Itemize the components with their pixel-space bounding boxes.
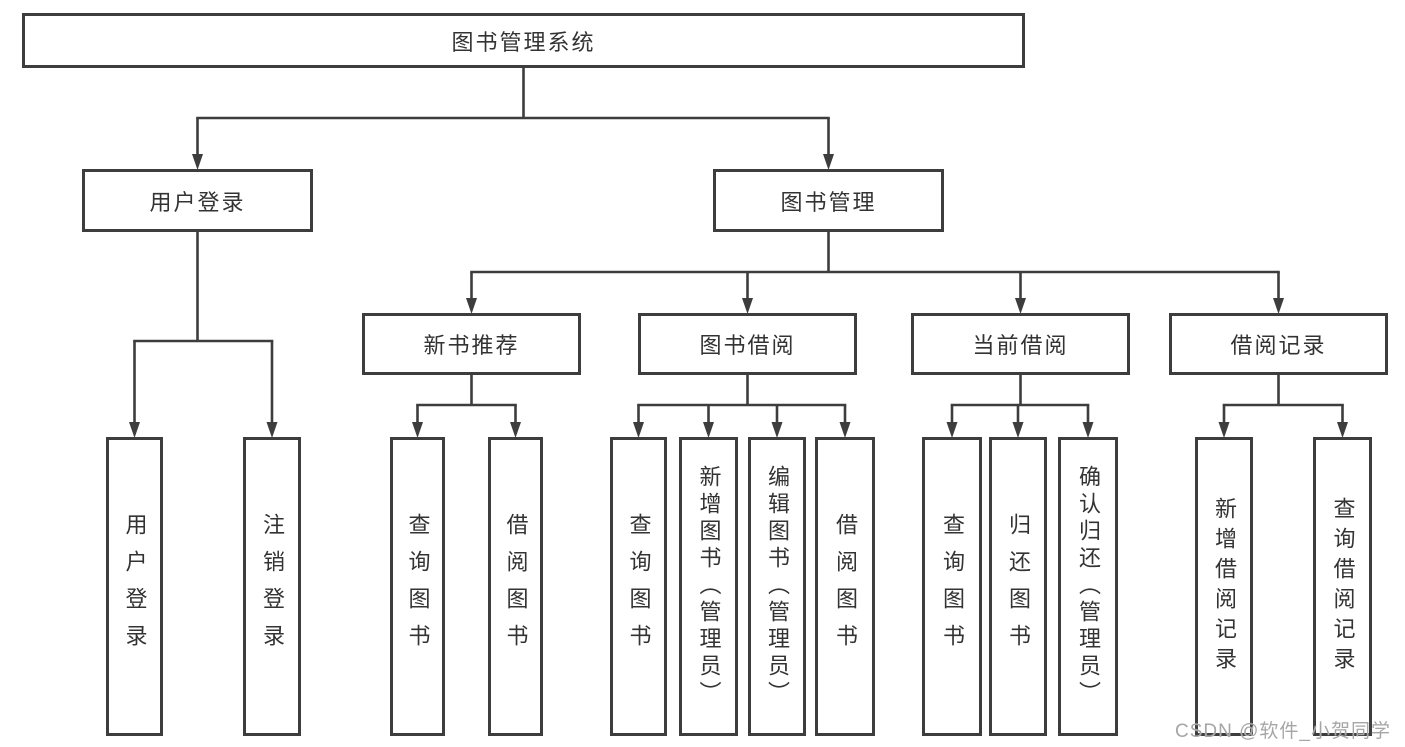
leaf-return-book: 归还图书: [989, 437, 1047, 736]
node-label: 查询图书: [940, 512, 965, 661]
node-label: 用户登录: [149, 189, 246, 215]
node-new-book-recommendation: 新书推荐: [362, 313, 581, 375]
node-label: 确认归还（管理员）: [1076, 465, 1101, 708]
node-label: 借阅记录: [1230, 333, 1327, 358]
node-label: 编辑图书（管理员）: [765, 465, 790, 708]
leaf-logout: 注销登录: [243, 437, 301, 736]
node-label: 查询图书: [626, 512, 652, 661]
node-label: 当前借阅: [972, 333, 1069, 358]
leaf-user-login: 用户登录: [106, 437, 163, 736]
node-label: 新书推荐: [423, 333, 520, 358]
node-library-management-system: 图书管理系统: [22, 13, 1025, 68]
node-label: 归还图书: [1006, 512, 1031, 661]
node-label: 新增借阅记录: [1212, 496, 1237, 677]
node-book-borrowing: 图书借阅: [638, 313, 857, 375]
node-borrowing-records: 借阅记录: [1169, 313, 1388, 375]
leaf-borrow-books: 借阅图书: [815, 437, 875, 736]
leaf-query-books-current: 查询图书: [922, 437, 982, 736]
leaf-borrow-books-recommend: 借阅图书: [488, 437, 543, 736]
node-label: 新增图书（管理员）: [696, 465, 722, 708]
csdn-watermark: CSDN @软件_小贺同学: [1175, 721, 1391, 742]
node-label: 注销登录: [260, 512, 285, 661]
node-label: 借阅图书: [503, 512, 529, 661]
leaf-add-book-admin: 新增图书（管理员）: [679, 437, 738, 736]
leaf-query-books-borrow: 查询图书: [610, 437, 667, 736]
node-label: 借阅图书: [833, 512, 858, 661]
node-user-login: 用户登录: [82, 169, 313, 232]
node-label: 图书借阅: [699, 333, 796, 358]
leaf-confirm-return-admin: 确认归还（管理员）: [1058, 437, 1118, 736]
node-label: 图书管理: [780, 189, 877, 215]
node-current-borrowing: 当前借阅: [911, 313, 1130, 375]
node-book-management: 图书管理: [713, 169, 944, 232]
leaf-add-borrow-record: 新增借阅记录: [1195, 437, 1253, 736]
node-label: 查询借阅记录: [1330, 496, 1356, 677]
leaf-query-books-recommend: 查询图书: [390, 437, 445, 736]
node-label: 用户登录: [122, 512, 148, 661]
leaf-query-borrow-record: 查询借阅记录: [1313, 437, 1372, 736]
node-label: 图书管理系统: [451, 29, 596, 55]
leaf-edit-book-admin: 编辑图书（管理员）: [748, 437, 806, 736]
node-label: 查询图书: [405, 512, 431, 661]
